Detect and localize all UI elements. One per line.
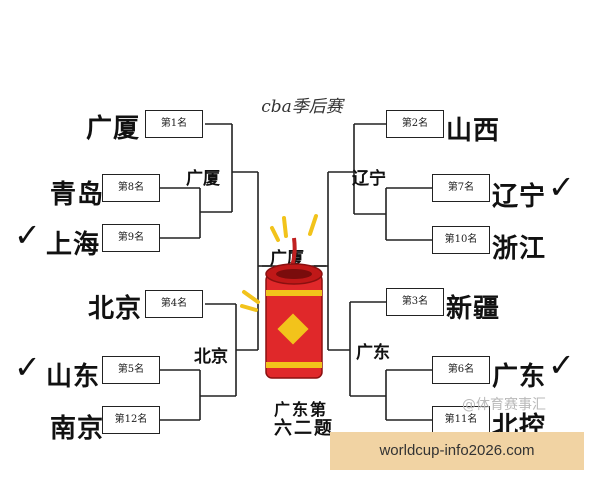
winner-right-bottom: 广东: [356, 343, 390, 363]
check-icon-guangdong: ✓: [548, 346, 575, 384]
check-icon-liaoning: ✓: [548, 168, 575, 206]
bracket-title: cba季后赛: [261, 97, 343, 117]
team-shanxi: 山西: [446, 116, 501, 146]
seed-box-8: 第8名: [102, 174, 160, 202]
team-beijing: 北京: [88, 294, 143, 324]
seed-box-5: 第5名: [102, 356, 160, 384]
seed-box-2: 第2名: [386, 110, 444, 138]
team-liaoning: 辽宁: [492, 182, 547, 212]
team-zhejiang: 浙江: [492, 234, 547, 264]
team-guangdong: 广东: [492, 362, 547, 392]
check-icon-shandong: ✓: [14, 348, 41, 386]
seed-box-4: 第4名: [145, 290, 203, 318]
winner-left-top: 广厦: [186, 169, 220, 189]
check-icon-shanghai: ✓: [14, 216, 41, 254]
seed-box-1: 第1名: [145, 110, 203, 138]
team-qingdao: 青岛: [50, 180, 105, 210]
seed-box-12: 第12名: [102, 406, 160, 434]
firework-caption-line2: 六二题: [274, 418, 334, 439]
seed-box-7: 第7名: [432, 174, 490, 202]
team-shandong: 山东: [46, 362, 101, 392]
winner-right-top: 辽宁: [352, 169, 386, 189]
winner-left-bottom: 北京: [194, 347, 228, 367]
seed-box-10: 第10名: [432, 226, 490, 254]
firework-icon: [240, 214, 323, 379]
team-xinjiang: 新疆: [446, 294, 501, 324]
seed-box-6: 第6名: [432, 356, 490, 384]
team-guangsha: 广厦: [86, 114, 141, 144]
firework-caption-line1: 广东第: [274, 400, 329, 419]
team-nanjing: 南京: [50, 414, 105, 444]
seed-box-11: 第11名: [432, 406, 490, 434]
watermark: @体育赛事汇: [462, 397, 546, 413]
seed-box-9: 第9名: [102, 224, 160, 252]
site-banner[interactable]: worldcup-info2026.com: [330, 432, 584, 470]
seed-box-3: 第3名: [386, 288, 444, 316]
team-shanghai: 上海: [46, 230, 101, 260]
